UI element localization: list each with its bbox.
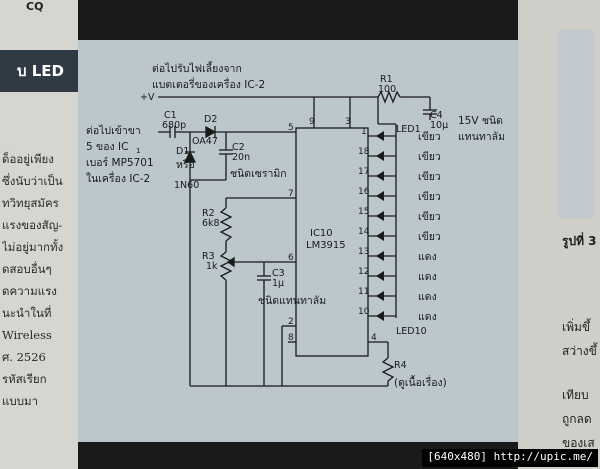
left-text-line: ทวิทยุสมัคร [2,196,59,210]
led-color-label: แดง [418,311,437,323]
c3-label: C3 [272,268,285,279]
left-text-line: ไม่อยู่มากทั้ง [2,240,64,254]
led-color-label: แดง [418,271,437,283]
c2-type: ชนิดเซรามิก [230,168,287,180]
c4-label: C4 [430,110,443,121]
pin-number: 7 [288,189,294,199]
right-text-line: เทียบ [562,388,589,402]
pin-number: 3 [345,117,351,127]
schematic-panel: ต่อไปรับไฟเลี้ยงจาก แบตเตอรี่ของเครื่อง … [78,40,518,442]
pin-number: 2 [288,317,294,327]
right-page: รูปที่ 3 เพิ่มขึ้ สว่างขึ้ เทียบ ถูกลด ข… [518,0,600,469]
left-page: CQ บ LED ด็ออยู่เพียง ซึ่งนับว่าเป็น ทวิ… [0,0,78,469]
led-color-label: แดง [418,251,437,263]
right-text-line: สว่างขึ้ [562,344,597,358]
led-color-label: เขียว [418,150,441,163]
diode-alt-label: 1N60 [174,180,199,191]
c4-rating: 15V ชนิด [458,115,503,127]
diode-or-label: หรือ [176,158,195,171]
led-color-label: เขียว [418,230,441,243]
pin-number: 5 [288,123,294,133]
r4-label: R4 [394,360,407,371]
left-text-line: นะนำในที่ [2,306,52,320]
ic-part: LM3915 [306,240,346,251]
c2-value: 20n [232,152,250,163]
r1-label: R1 [380,74,393,85]
input-note-line1: ต่อไปเข้าขา [86,124,141,137]
d1-label: D1 [176,146,189,157]
pin-number: 18 [358,147,370,157]
left-text-line: ซึ่งนับว่าเป็น [2,174,63,188]
c3-type: ชนิดแทนทาลัม [258,295,326,307]
input-note-line2: 5 ของ IC [86,141,128,153]
led-color-label: เขียว [418,210,441,223]
supply-note-line2: แบตเตอรี่ของเครื่อง IC-2 [152,77,265,91]
c3-value: 1μ [272,278,284,289]
input-note-line3: เบอร์ MP5701 [86,156,154,169]
c4-value: 10μ [430,120,448,131]
pin-number: 8 [288,333,294,343]
left-page-header-top: CQ [26,0,44,13]
pin-number: 15 [358,207,369,217]
watermark: [640x480] http://upic.me/ [422,449,598,467]
r3-value: 1k [206,261,218,272]
led1-label: LED1 [396,124,421,135]
pin-number: 10 [358,307,370,317]
led-color-label: เขียว [418,190,441,203]
pin-number: 4 [371,333,377,343]
left-text-line: ดความแรง [2,284,57,298]
left-text-line: แบบมา [2,394,39,408]
pin-number: 9 [309,117,315,127]
r2-label: R2 [202,208,215,219]
pin-number: 17 [358,167,369,177]
pin-number: 1 [361,127,367,137]
led-color-label: เขียว [418,170,441,183]
left-page-header: บ LED [0,50,78,92]
right-text-line: ถูกลด [562,412,592,426]
r2-value: 6k8 [202,218,220,229]
pin-number: 16 [358,187,370,197]
pin-number: 12 [358,267,369,277]
right-page-figure-block [558,30,594,218]
figure-caption: รูปที่ 3 [562,234,597,248]
led10-label: LED10 [396,326,427,337]
right-text-line: เพิ่มขึ้ [562,320,591,334]
left-text-line: ด็ออยู่เพียง [2,152,54,166]
right-text-line: ของเส [562,436,595,450]
pin-number: 11 [358,287,369,297]
led-array [368,135,396,317]
pin-number: 14 [358,227,370,237]
left-text-line: Wireless [2,328,52,342]
left-page-text: ด็ออยู่เพียง ซึ่งนับว่าเป็น ทวิทยุสมัคร … [2,148,76,412]
d-type-label: OA47 [192,136,218,147]
r3-label: R3 [202,251,215,262]
input-note-subscript: 1 [136,147,140,155]
schematic-diagram: ต่อไปรับไฟเลี้ยงจาก แบตเตอรี่ของเครื่อง … [86,61,505,389]
c2-label: C2 [232,142,245,153]
supply-note-line1: ต่อไปรับไฟเลี้ยงจาก [152,61,242,75]
led-color-label: แดง [418,291,437,303]
input-note-line4: ในเครื่อง IC-2 [86,171,150,185]
pin-number: 13 [358,247,369,257]
ic-name: IC10 [310,228,333,239]
c1-value: 680p [162,120,186,131]
led-color-label: เขียว [418,130,441,143]
left-text-line: ศ. 2526 [2,350,46,364]
pin-number: 6 [288,253,294,263]
c4-type: แทนทาลัม [458,131,505,143]
left-text-line: ดสอบอื่นๆ [2,262,52,276]
c1-label: C1 [164,110,177,121]
left-text-line: รหัสเรียก [2,372,47,386]
left-text-line: แรงของสัญ- [2,218,63,232]
r4-note: (ดูเนื้อเรื่อง) [394,375,447,389]
plus-v-label: +V [140,92,155,103]
r1-value: 100 [378,84,396,95]
d2-label: D2 [204,114,217,125]
